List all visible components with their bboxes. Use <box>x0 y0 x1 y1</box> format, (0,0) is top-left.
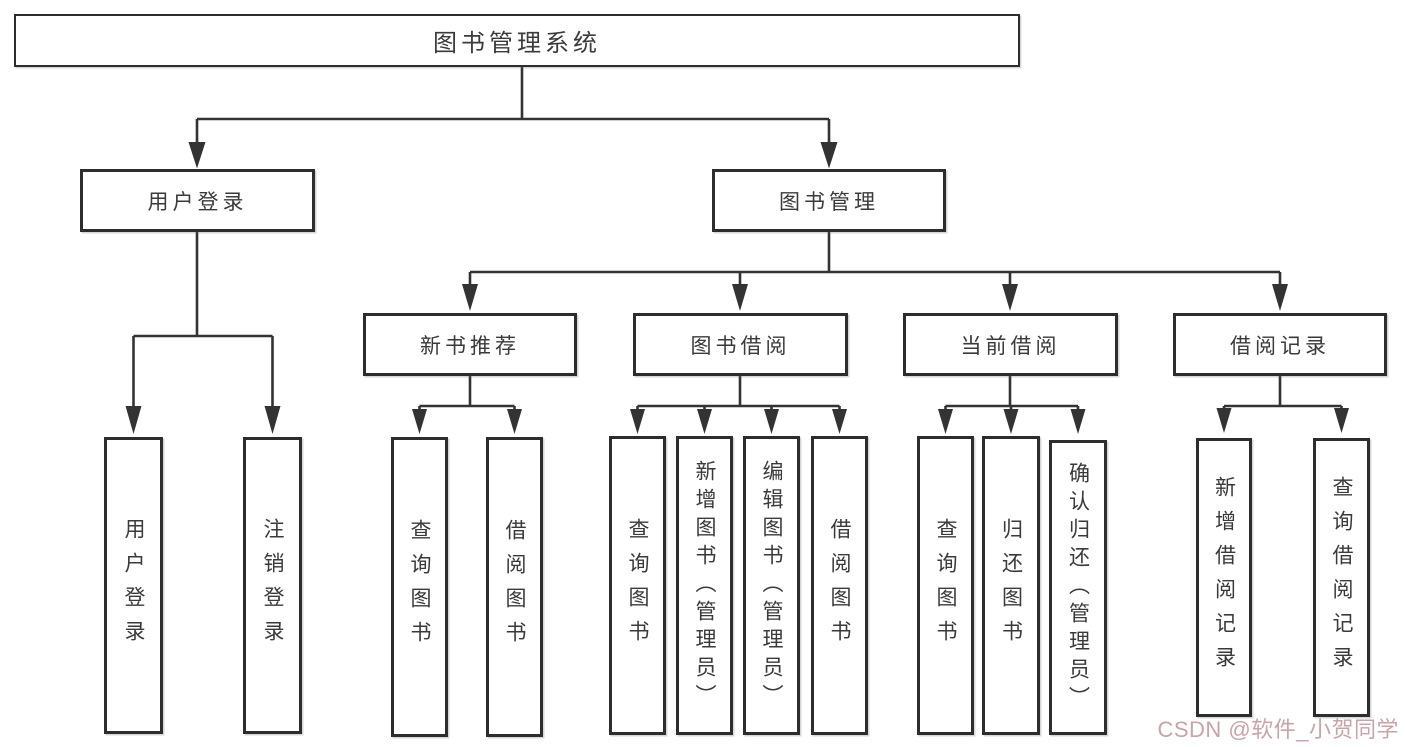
node-new-book-recommend: 新书推荐 <box>363 313 577 376</box>
leaf-return-books-label: 归还图书 <box>999 517 1023 654</box>
leaf-query-books-borrowing: 查询图书 <box>609 436 666 735</box>
node-book-management-label: 图书管理 <box>779 190 879 214</box>
leaf-borrow-books-recommend: 借阅图书 <box>486 437 543 737</box>
leaf-add-borrow-record: 新增借阅记录 <box>1196 438 1252 717</box>
leaf-add-book-admin-label: 新增图书（管理员） <box>693 459 716 712</box>
leaf-borrow-books-recommend-label: 借阅图书 <box>503 519 526 655</box>
node-new-book-recommend-label: 新书推荐 <box>420 334 520 358</box>
node-user-login-label: 用户登录 <box>147 190 248 214</box>
leaf-confirm-return-admin: 确认归还（管理员） <box>1049 440 1107 735</box>
leaf-borrow-books: 借阅图书 <box>811 436 868 735</box>
leaf-query-borrow-record-label: 查询借阅记录 <box>1330 475 1353 680</box>
leaf-query-books-recommend: 查询图书 <box>391 437 448 737</box>
leaf-user-login: 用户登录 <box>104 437 163 734</box>
leaf-return-books: 归还图书 <box>982 436 1040 735</box>
leaf-confirm-return-admin-label: 确认归还（管理员） <box>1066 461 1090 714</box>
node-book-management: 图书管理 <box>712 169 946 232</box>
node-book-borrowing: 图书借阅 <box>633 313 848 376</box>
leaf-borrow-books-label: 借阅图书 <box>828 517 851 654</box>
leaf-logout-login: 注销登录 <box>243 437 302 734</box>
node-borrowing-records: 借阅记录 <box>1173 313 1387 376</box>
leaf-edit-book-admin-label: 编辑图书（管理员） <box>760 459 783 712</box>
node-user-login: 用户登录 <box>80 169 315 232</box>
node-root-library-system: 图书管理系统 <box>14 14 1020 67</box>
leaf-logout-login-label: 注销登录 <box>261 517 284 654</box>
leaf-query-books-recommend-label: 查询图书 <box>408 519 431 655</box>
leaf-user-login-label: 用户登录 <box>122 517 145 654</box>
node-current-borrowing: 当前借阅 <box>903 313 1118 376</box>
csdn-watermark: CSDN @软件_小贺同学 <box>1157 717 1399 742</box>
leaf-query-books-current: 查询图书 <box>917 436 974 735</box>
leaf-query-borrow-record: 查询借阅记录 <box>1313 438 1370 717</box>
leaf-edit-book-admin: 编辑图书（管理员） <box>743 436 800 735</box>
leaf-add-borrow-record-label: 新增借阅记录 <box>1212 475 1236 680</box>
leaf-query-books-borrowing-label: 查询图书 <box>626 517 649 654</box>
node-borrowing-records-label: 借阅记录 <box>1230 334 1330 358</box>
leaf-add-book-admin: 新增图书（管理员） <box>676 436 733 735</box>
node-current-borrowing-label: 当前借阅 <box>960 334 1061 358</box>
node-root-label: 图书管理系统 <box>433 30 601 57</box>
leaf-query-books-current-label: 查询图书 <box>934 517 957 654</box>
node-book-borrowing-label: 图书借阅 <box>690 334 791 358</box>
